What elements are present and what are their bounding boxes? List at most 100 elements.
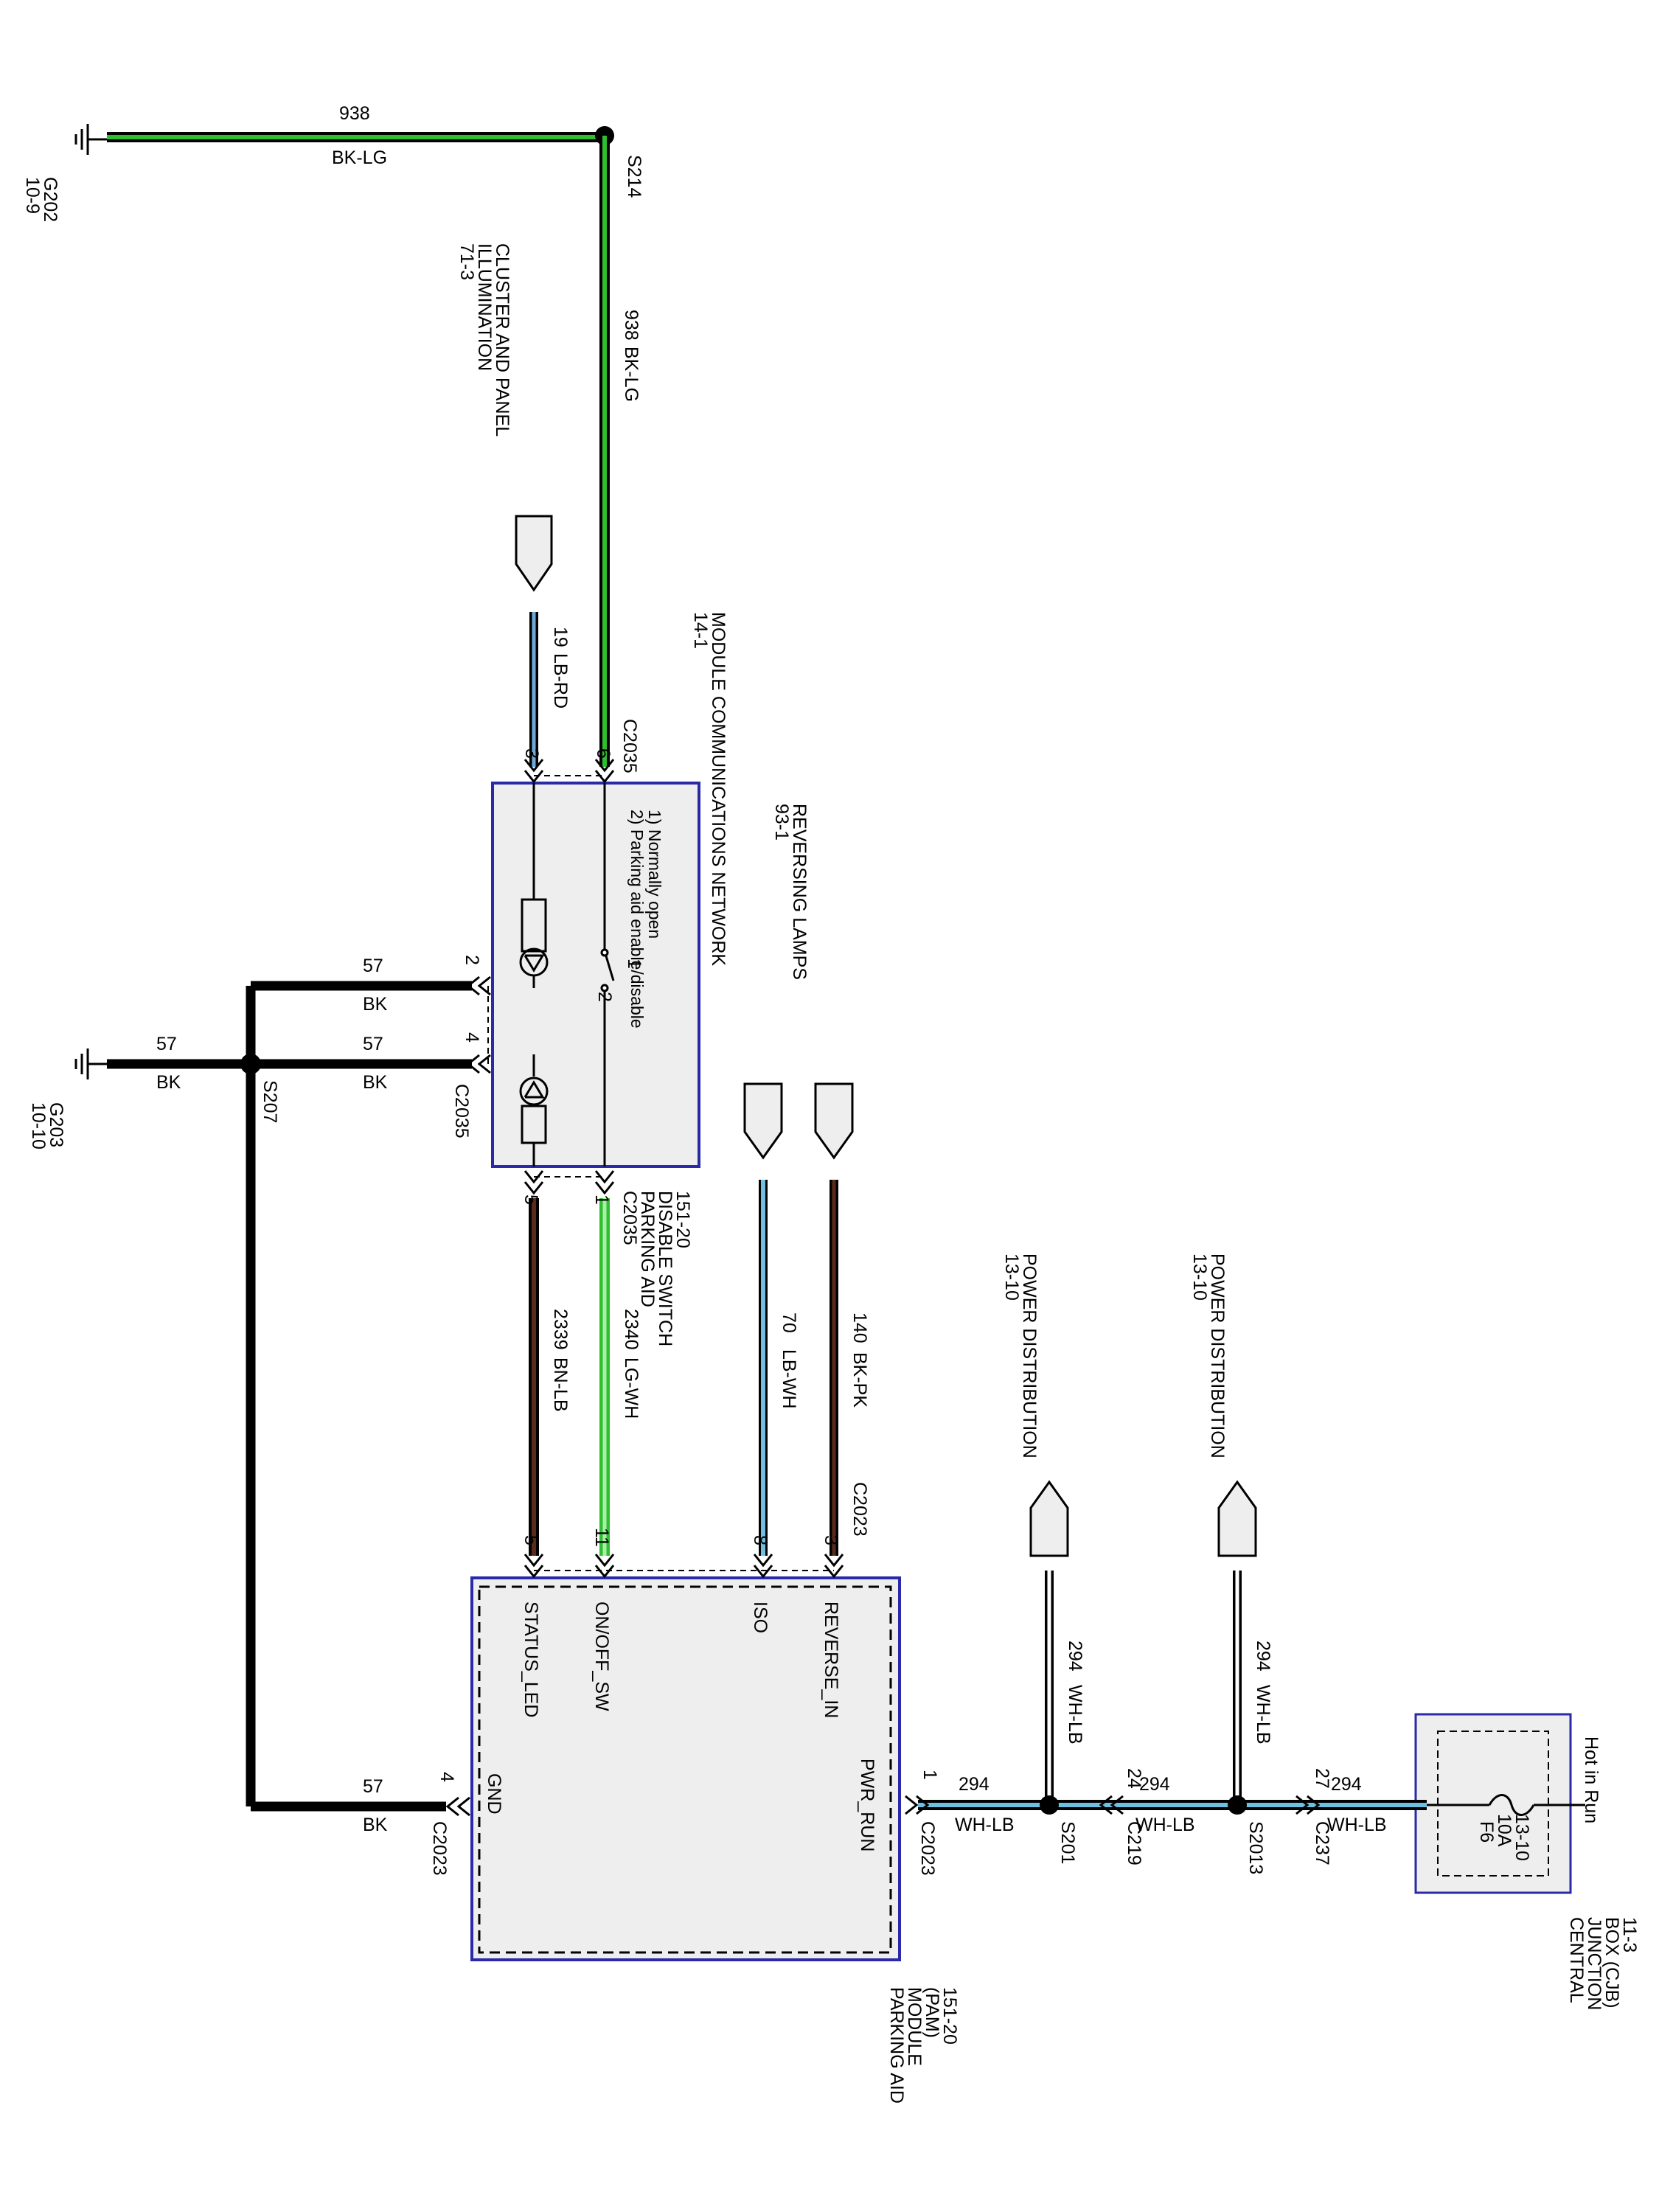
- wire-294-v2-label: 294 WH-LB: [1253, 1641, 1273, 1745]
- c2023-gnd-connector: C2023: [429, 1821, 450, 1876]
- wire-57-b-circuit: 57: [363, 1034, 383, 1054]
- wire-57-d-color: BK: [363, 1815, 388, 1835]
- cluster-connector-shape: [515, 515, 553, 592]
- svg-text:LB-WH: LB-WH: [779, 1349, 799, 1409]
- svg-text:2339: 2339: [550, 1309, 571, 1350]
- c2023-pin-5: 5: [521, 1535, 541, 1545]
- svg-text:(PAM): (PAM): [922, 1987, 942, 2038]
- wire-294-h1-color: WH-LB: [955, 1815, 1015, 1835]
- wire-57-a-circuit: 57: [363, 956, 383, 976]
- svg-text:2) Parking aid enable/disable: 2) Parking aid enable/disable: [627, 810, 647, 1029]
- parking-aid-disable-switch-box: [491, 782, 700, 1168]
- c2023-gnd-pin: 4: [437, 1772, 457, 1782]
- cjb-box: [1414, 1713, 1572, 1894]
- svg-text:POWER DISTRIBUTION: POWER DISTRIBUTION: [1019, 1253, 1040, 1458]
- c2035-bottom-markers: [524, 1170, 615, 1195]
- wire-294-v1-label: 294 WH-LB: [1065, 1641, 1085, 1745]
- pam-pin-onoff-sw: ON/OFF_SW: [591, 1601, 612, 1711]
- fuse-f6-icon: [1488, 1794, 1535, 1816]
- svg-text:F6: F6: [1476, 1821, 1497, 1843]
- svg-text:2340: 2340: [621, 1309, 641, 1350]
- wire-57-c-circuit: 57: [156, 1034, 177, 1054]
- svg-text:BOX (CJB): BOX (CJB): [1601, 1917, 1622, 2008]
- svg-text:G202: G202: [40, 177, 60, 222]
- svg-text:CENTRAL: CENTRAL: [1566, 1917, 1587, 2003]
- fuse-f6-label: F6 10A 13-10: [1476, 1814, 1532, 1861]
- wire-57-c-color: BK: [156, 1072, 181, 1093]
- svg-text:71-3: 71-3: [456, 243, 477, 280]
- c2023-pwr-connector: C2023: [917, 1821, 938, 1876]
- pam-pin-iso: ISO: [750, 1601, 771, 1633]
- svg-text:MODULE COMMUNICATIONS NETWORK: MODULE COMMUNICATIONS NETWORK: [708, 612, 728, 966]
- svg-text:13-10: 13-10: [1189, 1253, 1210, 1301]
- svg-text:DISABLE SWITCH: DISABLE SWITCH: [655, 1191, 675, 1346]
- switch-led-top: [519, 783, 549, 988]
- c237-connector: C237: [1312, 1821, 1332, 1865]
- splice-s201-label: S201: [1057, 1821, 1078, 1864]
- pam-pin-status-led: STATUS_LED: [521, 1601, 541, 1717]
- svg-text:LG-WH: LG-WH: [621, 1357, 641, 1419]
- cjb-hot-in-run: Hot in Run: [1581, 1736, 1601, 1823]
- c2035-left-markers: [466, 975, 491, 1074]
- c2035-pin-2: 2: [462, 955, 482, 965]
- svg-text:151-20: 151-20: [672, 1191, 693, 1248]
- c2035-pin-3: 3: [521, 748, 542, 759]
- svg-text:WH-LB: WH-LB: [1253, 1685, 1273, 1745]
- pam-ref-label: PARKING AID MODULE (PAM) 151-20: [886, 1987, 960, 2104]
- svg-text:PARKING AID: PARKING AID: [886, 1987, 907, 2104]
- c2035-pin-1: 1: [591, 1194, 612, 1205]
- switch-pin-2: 2: [594, 992, 615, 1002]
- svg-text:LB-RD: LB-RD: [550, 653, 571, 709]
- wire-19-label: 19 LB-RD: [550, 627, 571, 709]
- module-comm-label: MODULE COMMUNICATIONS NETWORK 14-1: [690, 612, 728, 966]
- ground-g203-symbol: [74, 1048, 107, 1079]
- wire-294-h2-circuit: 294: [1139, 1774, 1170, 1795]
- reversing-connector-shape: [814, 1082, 854, 1160]
- svg-text:MODULE: MODULE: [904, 1987, 925, 2066]
- svg-text:938: 938: [621, 310, 641, 341]
- svg-text:151-20: 151-20: [939, 1987, 960, 2045]
- c2023-pin-8: 8: [750, 1535, 771, 1545]
- power-dist-1-connector: [1029, 1480, 1069, 1557]
- wire-57-a-color: BK: [363, 994, 388, 1015]
- wire-57-d-circuit: 57: [363, 1776, 383, 1797]
- svg-text:19: 19: [550, 627, 571, 647]
- wire-2339-label: 2339 BN-LB: [550, 1309, 571, 1412]
- switch-led-bottom: [519, 1054, 549, 1166]
- c2023-gnd-marker: [445, 1796, 470, 1817]
- c2035-top-connector: C2035: [619, 719, 640, 773]
- pam-pin-reverse-in: REVERSE_IN: [821, 1601, 841, 1718]
- switch-notes: 1) Normally open 2) Parking aid enable/d…: [627, 810, 664, 1029]
- svg-text:BN-LB: BN-LB: [550, 1357, 571, 1412]
- wire-938-top-circuit: 938: [339, 103, 370, 124]
- switch-contact: [600, 783, 615, 1166]
- c2035-pin-6: 6: [593, 748, 613, 759]
- svg-text:CLUSTER AND PANEL: CLUSTER AND PANEL: [492, 243, 512, 437]
- svg-text:11-3: 11-3: [1619, 1917, 1640, 1952]
- power-connector-markers: [905, 1795, 1321, 1815]
- switch-pin-1: 1: [624, 959, 644, 969]
- splice-s201-dot: [1040, 1795, 1059, 1815]
- svg-text:PARKING AID: PARKING AID: [637, 1191, 658, 1307]
- wire-938-vertical-label: 938 BK-LG: [621, 310, 641, 402]
- svg-text:POWER DISTRIBUTION: POWER DISTRIBUTION: [1207, 1253, 1228, 1458]
- svg-text:10-9: 10-9: [22, 177, 43, 214]
- splice-s2013-label: S2013: [1245, 1821, 1266, 1874]
- c2023-pwr-pin: 1: [919, 1770, 940, 1780]
- ground-g202-label: G202 10-9: [22, 177, 60, 222]
- c2023-pin-3: 3: [821, 1535, 841, 1545]
- splice-s207-label: S207: [260, 1080, 280, 1123]
- c2023-top-markers: [524, 1554, 844, 1579]
- power-dist-2-connector: [1217, 1480, 1257, 1557]
- c237-pin: 27: [1312, 1768, 1332, 1789]
- svg-text:ILLUMINATION: ILLUMINATION: [474, 243, 495, 371]
- svg-text:13-10: 13-10: [1512, 1814, 1532, 1861]
- c2035-top-markers: [524, 759, 615, 784]
- wire-938-top-color: BK-LG: [332, 147, 387, 168]
- cjb-label: CENTRAL JUNCTION BOX (CJB) 11-3: [1566, 1917, 1640, 2010]
- wire-294-h3-color: WH-LB: [1327, 1815, 1387, 1835]
- svg-text:13-10: 13-10: [1001, 1253, 1022, 1301]
- c2035-pin-4: 4: [462, 1032, 482, 1043]
- reversing-lamps-label: REVERSING LAMPS 93-1: [771, 804, 810, 980]
